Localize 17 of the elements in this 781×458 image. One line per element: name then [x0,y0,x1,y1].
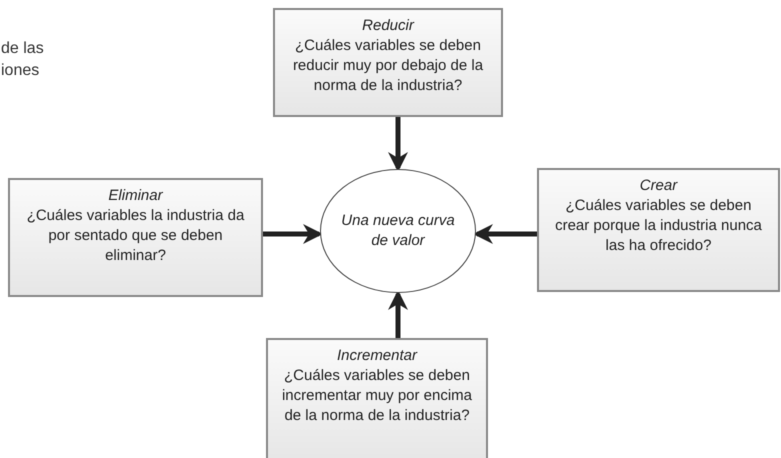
box-question: ¿Cuáles variables se deben reducir muy por debajo de la norma de la industria? [292,36,484,96]
box-question: ¿Cuáles variables se deben crear porque la industria nunca las ha ofrecido? [554,196,763,256]
box-heading: Eliminar [108,186,163,206]
ellipse-label: Una nueva curva de valor [340,211,456,251]
arrow [388,117,408,172]
box-question: ¿Cuáles variables la industria da por sentado que se deben eliminar? [26,206,246,266]
strategy-box [266,338,488,458]
strategy-box [8,178,263,297]
arrow [388,290,408,338]
box-question: ¿Cuáles variables se deben incrementar muy por encima de la norma de la industria? [280,366,474,426]
box-heading: Reducir [362,16,414,36]
box-heading: Incrementar [336,346,418,366]
strategy-box [273,8,503,117]
strategy-box [537,168,780,292]
text-fragment: de las [1,39,44,59]
box-heading: Crear [640,176,678,196]
text-fragment: iones [1,61,40,81]
